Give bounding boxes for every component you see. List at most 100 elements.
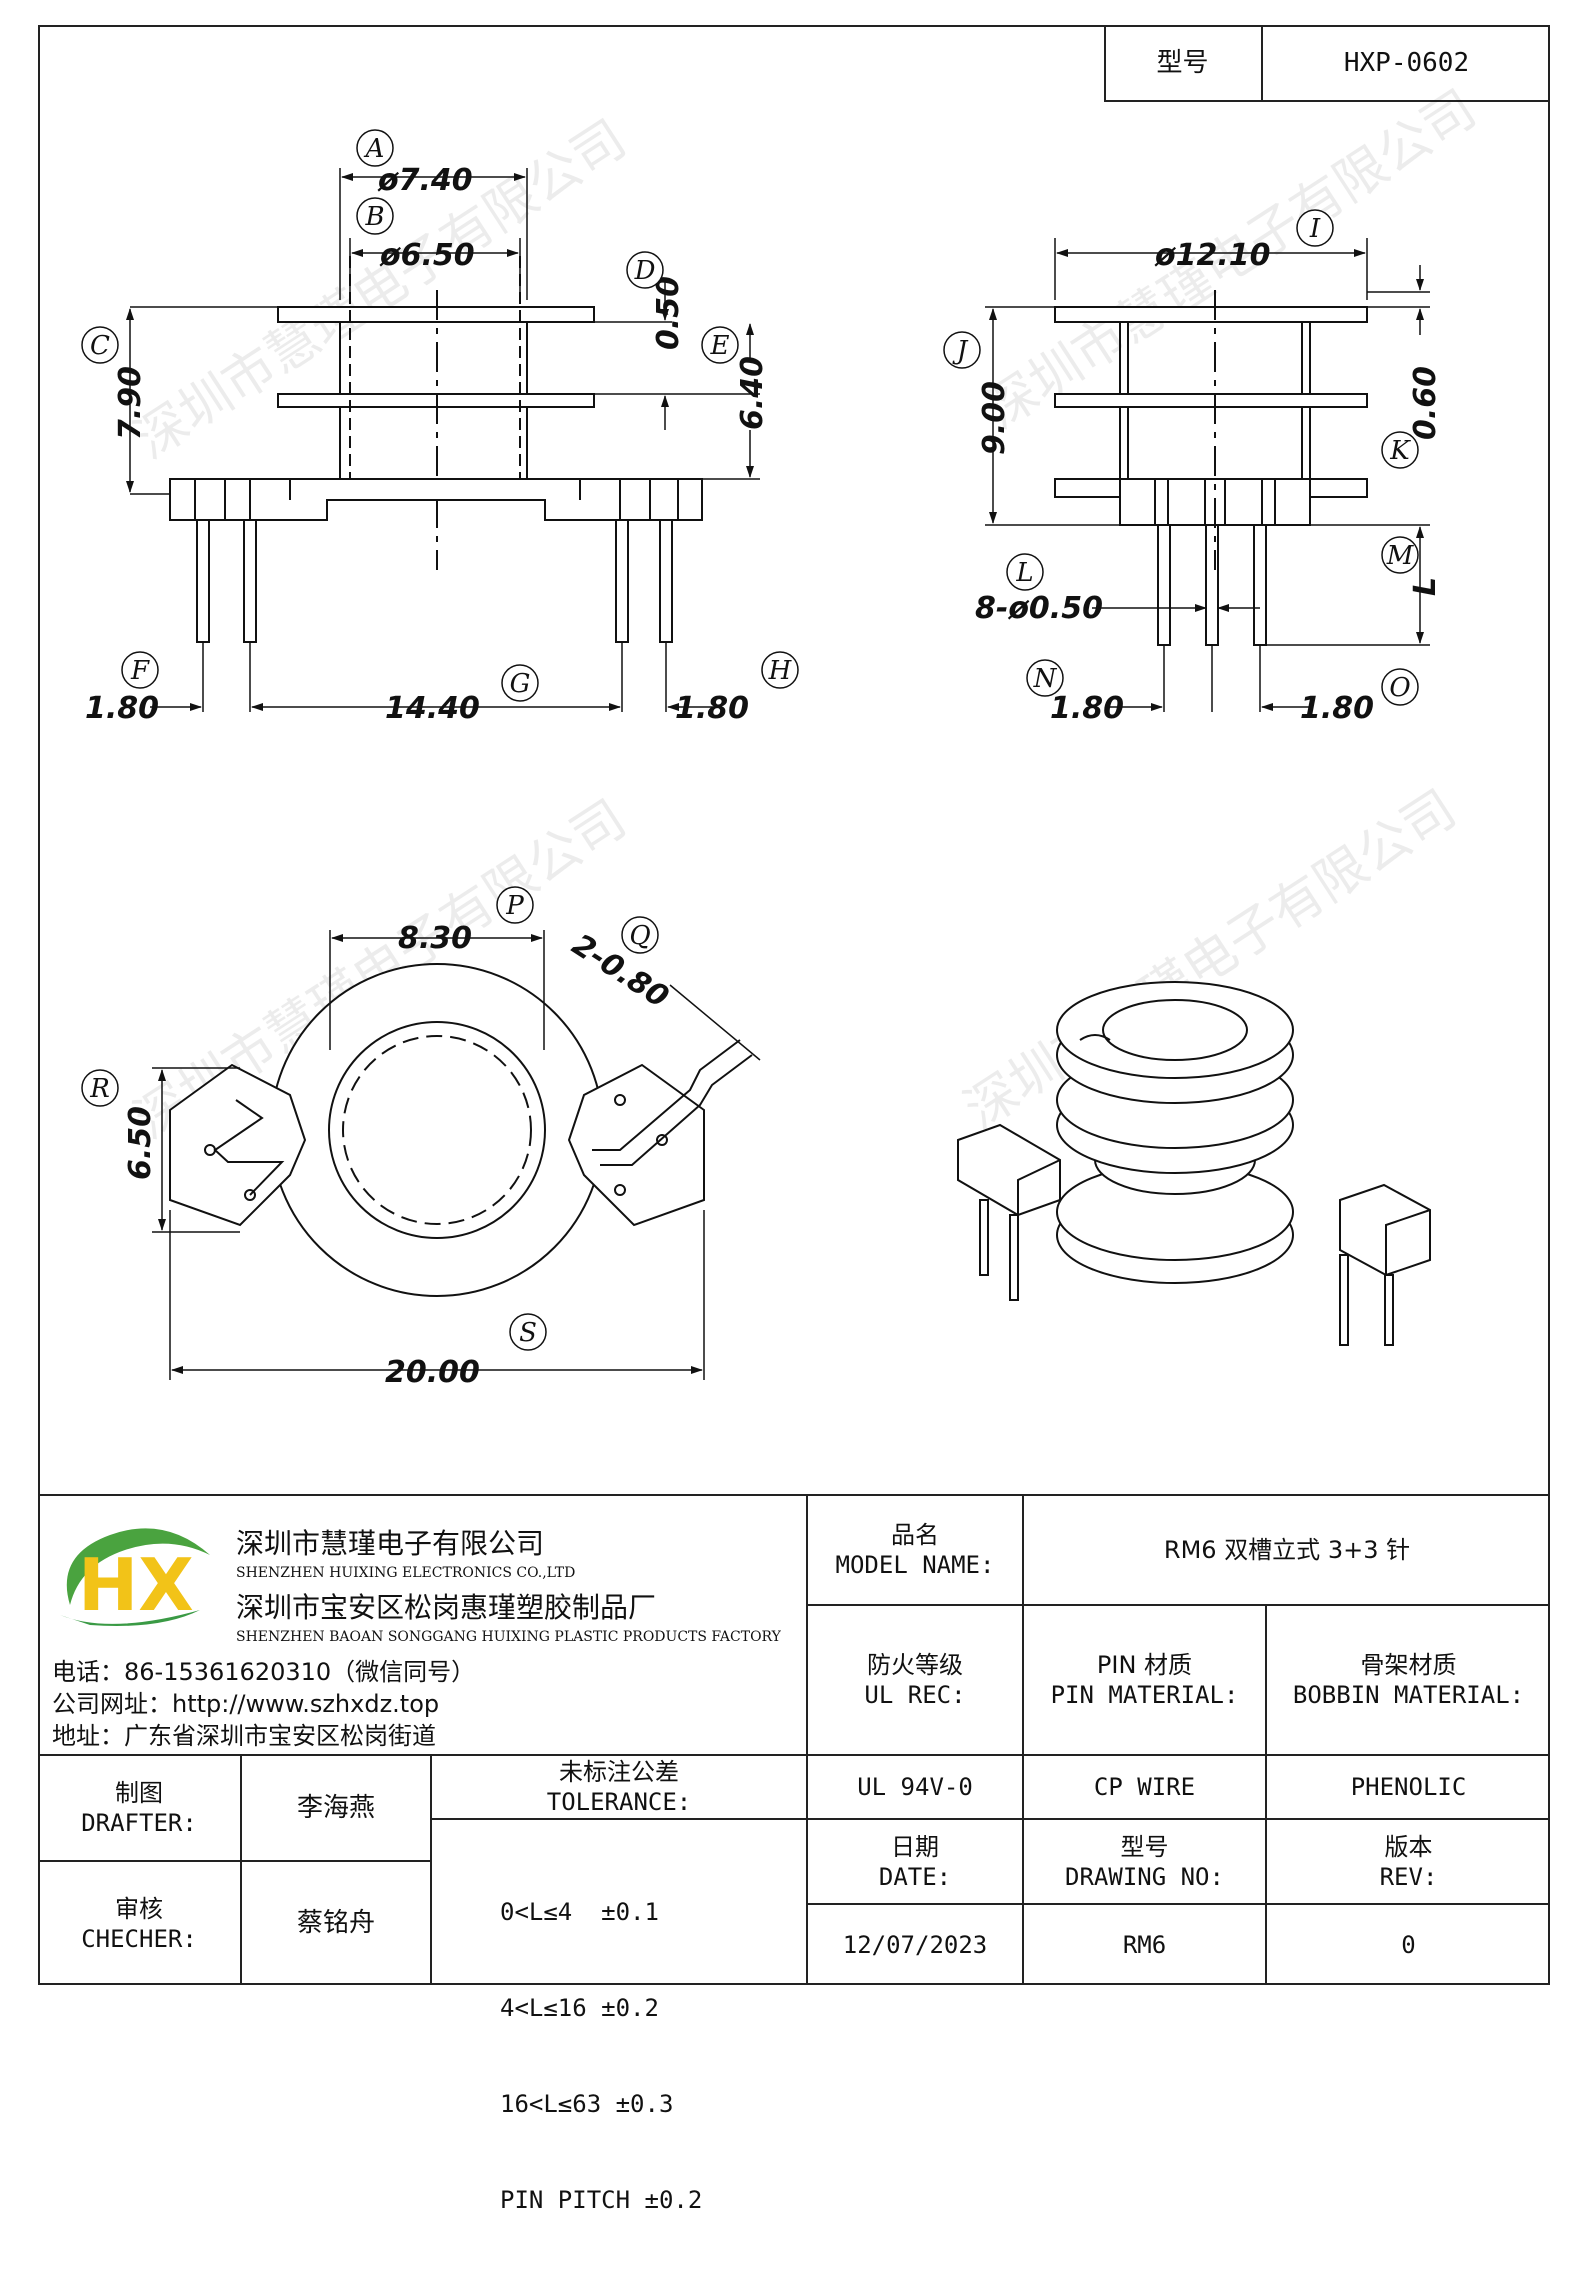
callout-letter-c: C — [90, 331, 110, 361]
callout-circle-e — [701, 326, 739, 364]
callout-letter-i: I — [1309, 214, 1321, 244]
top-view-dimension-arrows — [158, 934, 761, 1374]
callout-letter-b: B — [364, 202, 384, 232]
side-view — [985, 238, 1430, 712]
date-value: 12/07/2023 — [842, 1931, 988, 1959]
dim-p: 8.30 — [398, 921, 472, 956]
callout-letter-h: H — [768, 656, 793, 686]
isometric-view — [957, 981, 1431, 1346]
pin-material-value: CP WIRE — [1093, 1773, 1196, 1801]
tolerance-table: 0<L≤4 ±0.1 4<L≤16 ±0.2 16<L≤63 ±0.3 PIN … — [500, 1832, 702, 2280]
callout-letter-l: L — [1015, 558, 1033, 588]
callout-letter-a: A — [364, 134, 385, 164]
dim-e: 6.40 — [735, 356, 770, 430]
callout-circle-n — [1026, 659, 1064, 697]
tolerance-line: 4<L≤16 ±0.2 — [500, 1994, 659, 2022]
callout-circle-l — [1006, 553, 1044, 591]
tolerance-line: 16<L≤63 ±0.3 — [500, 2090, 674, 2118]
dim-a: ø7.40 — [377, 163, 473, 198]
callout-letter-s: S — [519, 1318, 537, 1348]
dim-g: 14.40 — [385, 691, 480, 726]
company-name-cn: 深圳市慧瑾电子有限公司 — [236, 1527, 545, 1560]
dim-o: 1.80 — [1300, 691, 1374, 726]
drawing-no-value: RM6 — [1122, 1931, 1167, 1959]
dim-h: 1.80 — [675, 691, 749, 726]
callout-letter-r: R — [89, 1074, 110, 1104]
callout-circle-a — [356, 129, 394, 167]
dim-s: 20.00 — [385, 1355, 480, 1390]
dim-b: ø6.50 — [379, 238, 475, 273]
side-view-dimension-arrows — [989, 249, 1424, 711]
callout-circle-f — [121, 651, 159, 689]
callout-circle-q — [621, 916, 659, 954]
callout-letter-e: E — [710, 331, 730, 361]
callout-circle-k — [1381, 431, 1419, 469]
model-header-box — [1104, 25, 1550, 102]
tolerance-line: 0<L≤4 ±0.1 — [500, 1898, 659, 1926]
dim-l: 8-ø0.50 — [975, 591, 1103, 626]
callout-letter-p: P — [505, 891, 524, 921]
front-view-dimension-arrows — [126, 173, 754, 711]
dim-d: 0.50 — [651, 276, 686, 350]
company-website: 公司网址：http://www.szhxdz.top — [52, 1690, 440, 1718]
top-view — [152, 930, 753, 1380]
callout-circle-j — [943, 331, 981, 369]
bobbin-material-value: PHENOLIC — [1350, 1773, 1467, 1801]
company-logo: HX — [60, 1528, 211, 1627]
model-label: 型号 — [1156, 48, 1209, 79]
front-view — [130, 168, 760, 712]
checker-value: 蔡铭舟 — [296, 1908, 375, 1939]
dim-k: 0.60 — [1408, 366, 1443, 440]
company-name-en: SHENZHEN HUIXING ELECTRONICS CO.,LTD — [236, 1565, 576, 1581]
drawing-frame — [38, 25, 1550, 1985]
callout-letter-d: D — [634, 256, 656, 286]
callout-circle-d — [626, 251, 664, 289]
factory-name-cn: 深圳市宝安区松岗惠瑾塑胶制品厂 — [236, 1591, 657, 1624]
callout-circle-b — [356, 197, 394, 235]
dim-i: ø12.10 — [1154, 238, 1271, 273]
company-address: 地址：广东省深圳市宝安区松岗街道 — [52, 1722, 436, 1750]
callout-letter-j: J — [952, 336, 969, 366]
callout-letter-q: Q — [629, 921, 650, 951]
tolerance-line: PIN PITCH ±0.2 — [500, 2186, 703, 2214]
drafter-value: 李海燕 — [296, 1792, 375, 1823]
technical-drawing: 深圳市慧瑾电子有限公司 深圳市慧瑾电子有限公司 深圳市慧瑾电子有限公司 深圳市慧… — [81, 79, 1487, 1390]
callout-letter-m: M — [1386, 541, 1415, 571]
callout-circle-s — [509, 1313, 547, 1351]
callout-circle-m — [1381, 536, 1419, 574]
factory-name-en: SHENZHEN BAOAN SONGGANG HUIXING PLASTIC … — [236, 1629, 781, 1645]
callout-circle-i — [1296, 209, 1334, 247]
callout-circle-r — [81, 1069, 119, 1107]
dim-r: 6.50 — [123, 1106, 158, 1180]
callout-letter-f: F — [130, 656, 150, 686]
callout-letter-g: G — [510, 669, 531, 699]
dim-c: 7.90 — [113, 366, 148, 440]
callout-circle-h — [761, 651, 799, 689]
rev-value: 0 — [1401, 1931, 1416, 1959]
dim-l-symbol: L — [1408, 577, 1443, 596]
dim-j: 9.00 — [977, 381, 1012, 455]
dim-f: 1.80 — [85, 691, 159, 726]
model-value: HXP-0602 — [1343, 48, 1470, 79]
ul-rec-value: UL 94V-0 — [857, 1773, 973, 1801]
logo-text: HX — [78, 1543, 194, 1627]
dim-n: 1.80 — [1050, 691, 1124, 726]
callout-circle-p — [496, 886, 534, 924]
callout-circle-g — [501, 664, 539, 702]
callout-letter-n: N — [1033, 664, 1058, 694]
callout-letter-k: K — [1389, 436, 1411, 466]
callout-circle-c — [81, 326, 119, 364]
company-phone: 电话：86-15361620310（微信同号） — [52, 1658, 476, 1686]
dim-q: 2-0.80 — [566, 927, 675, 1015]
